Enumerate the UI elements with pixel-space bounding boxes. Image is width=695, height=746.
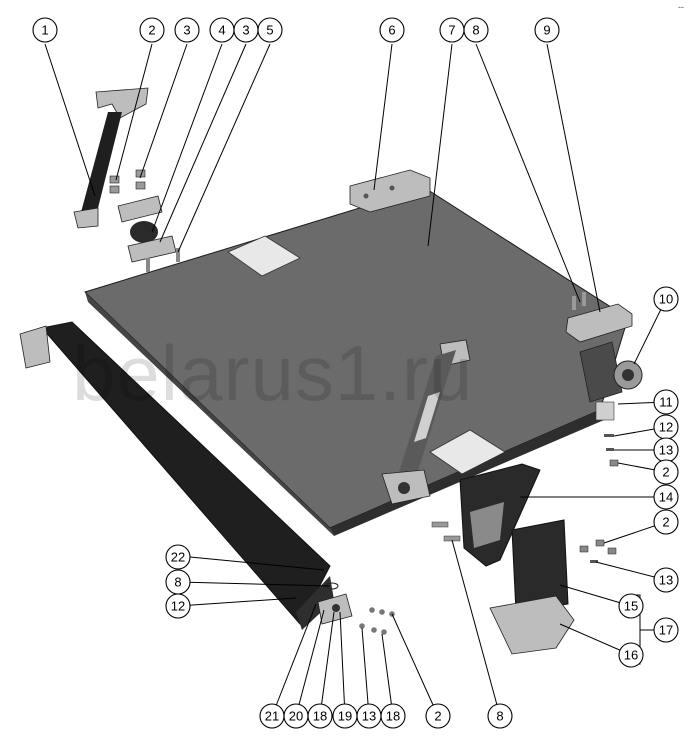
svg-text:13: 13 [362, 709, 376, 724]
svg-text:5: 5 [266, 23, 273, 38]
callout-2-right-b: 2 [653, 509, 679, 535]
platform-plate [84, 187, 629, 536]
svg-text:2: 2 [434, 709, 441, 724]
leader-lines [44, 43, 667, 717]
callout-16: 16 [618, 642, 644, 668]
right-lower-bracket [431, 463, 541, 567]
callout-9: 9 [534, 17, 560, 43]
callout-3-top-b: 3 [233, 17, 259, 43]
step-assembly [489, 519, 575, 655]
callout-5: 5 [257, 17, 283, 43]
callout-11: 11 [653, 389, 679, 415]
svg-text:2: 2 [662, 465, 669, 480]
svg-text:1: 1 [41, 23, 48, 38]
bottom-hardware [317, 582, 395, 635]
svg-text:12: 12 [659, 420, 673, 435]
svg-text:8: 8 [174, 575, 181, 590]
callout-21: 21 [259, 703, 285, 729]
callout-20: 20 [283, 703, 309, 729]
callout-13-bottom: 13 [356, 703, 382, 729]
svg-text:6: 6 [388, 23, 395, 38]
callout-18-bottom-a: 18 [307, 703, 333, 729]
right-bracket [565, 292, 633, 343]
svg-text:11: 11 [659, 395, 673, 410]
hinge-assembly [579, 341, 643, 421]
svg-text:3: 3 [183, 23, 190, 38]
corner-mark: -- [678, 2, 684, 12]
svg-text:14: 14 [659, 490, 673, 505]
svg-text:15: 15 [624, 599, 638, 614]
svg-text:8: 8 [496, 709, 503, 724]
left-side-panel [19, 321, 334, 630]
callout-13-right-a: 13 [653, 437, 679, 463]
svg-text:22: 22 [171, 550, 185, 565]
callout-12-right: 12 [653, 414, 679, 440]
svg-text:7: 7 [448, 23, 455, 38]
svg-text:3: 3 [242, 23, 249, 38]
svg-text:19: 19 [338, 709, 352, 724]
parts-layer [19, 87, 643, 655]
callout-layer: 1 2 3 4 3 5 6 7 8 9 10 11 12 13 2 1 [32, 17, 679, 729]
callout-8-top: 8 [463, 17, 489, 43]
svg-text:8: 8 [472, 23, 479, 38]
callout-6: 6 [379, 17, 405, 43]
svg-text:2: 2 [662, 515, 669, 530]
callout-19: 19 [332, 703, 358, 729]
svg-text:12: 12 [171, 599, 185, 614]
callout-18-bottom-b: 18 [380, 703, 406, 729]
left-strut [73, 87, 149, 229]
callout-2-top: 2 [139, 17, 165, 43]
svg-text:21: 21 [265, 709, 279, 724]
svg-text:18: 18 [386, 709, 400, 724]
watermark-text: belarus1.ru [72, 329, 473, 417]
svg-text:13: 13 [659, 443, 673, 458]
callout-3-top-a: 3 [174, 17, 200, 43]
callout-8-bottom: 8 [487, 703, 513, 729]
top-bracket [349, 169, 431, 213]
center-strut [381, 339, 471, 505]
callout-17: 17 [653, 617, 679, 643]
svg-text:9: 9 [543, 23, 550, 38]
callout-1: 1 [32, 17, 58, 43]
svg-text:4: 4 [218, 23, 225, 38]
callout-22: 22 [165, 544, 191, 570]
top-left-hardware [109, 169, 180, 272]
callout-2-right-a: 2 [653, 459, 679, 485]
callout-12-left: 12 [165, 593, 191, 619]
right-hardware [579, 434, 619, 563]
svg-text:18: 18 [313, 709, 327, 724]
svg-text:2: 2 [148, 23, 155, 38]
callout-4: 4 [209, 17, 235, 43]
svg-text:16: 16 [624, 648, 638, 663]
svg-text:20: 20 [289, 709, 303, 724]
callout-8-left: 8 [165, 569, 191, 595]
svg-text:10: 10 [659, 292, 673, 307]
svg-text:17: 17 [659, 623, 673, 638]
callout-13-right-b: 13 [653, 567, 679, 593]
callout-10: 10 [653, 286, 679, 312]
svg-text:13: 13 [659, 573, 673, 588]
callout-15: 15 [618, 593, 644, 619]
callout-14: 14 [653, 484, 679, 510]
callout-7: 7 [439, 17, 465, 43]
callout-2-bottom: 2 [425, 703, 451, 729]
